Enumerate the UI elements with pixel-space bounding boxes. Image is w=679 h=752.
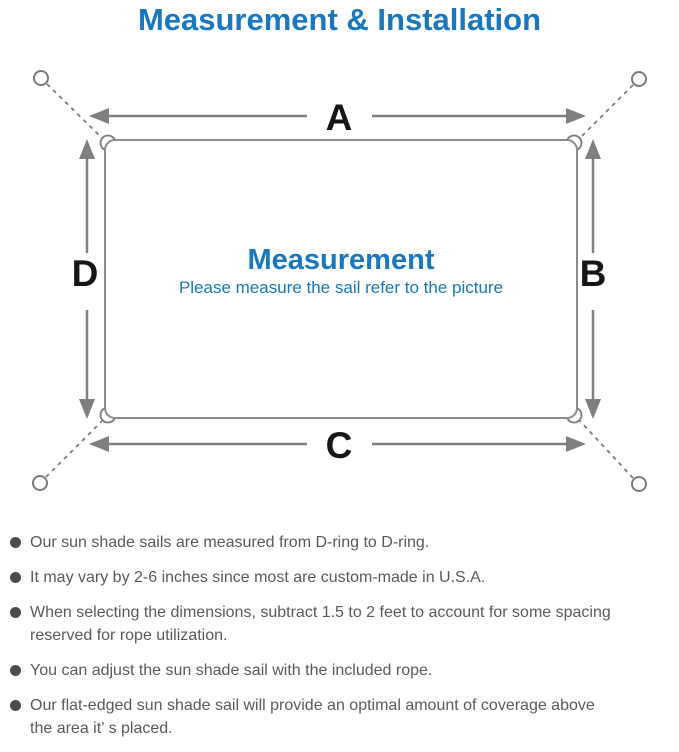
dashed-connector-top-right	[579, 84, 634, 139]
anchor-circle-top-left	[33, 70, 49, 86]
dashed-connector-top-left	[46, 83, 103, 139]
anchor-circle-bottom-right	[631, 476, 647, 492]
list-item: It may vary by 2-6 inches since most are…	[10, 566, 672, 589]
bullet-dot-icon	[10, 607, 21, 618]
dimension-label-a: A	[326, 97, 353, 138]
anchor-circle-bottom-left	[32, 475, 48, 491]
diagram-center-heading: Measurement	[248, 244, 435, 276]
note-text: When selecting the dimensions, subtract …	[30, 604, 611, 644]
bullet-dot-icon	[10, 572, 21, 583]
dimension-label-c: C	[326, 425, 353, 466]
list-item: Our flat-edged sun shade sail will provi…	[10, 694, 672, 740]
bullet-dot-icon	[10, 537, 21, 548]
note-text: You can adjust the sun shade sail with t…	[30, 662, 433, 679]
page-title: Measurement & Installation	[137, 2, 542, 37]
dashed-connector-bottom-left	[45, 420, 103, 478]
diagram-center-caption: Please measure the sail refer to the pic…	[179, 278, 503, 297]
measurement-diagram: A B C D Measurement Please measure the s…	[32, 70, 647, 492]
dimension-label-b: B	[580, 253, 607, 294]
list-item: You can adjust the sun shade sail with t…	[10, 659, 672, 682]
note-text: It may vary by 2-6 inches since most are…	[30, 569, 486, 586]
sail-rectangle	[104, 139, 578, 419]
note-text: Our flat-edged sun shade sail will provi…	[30, 697, 595, 737]
notes-list: Our sun shade sails are measured from D-…	[10, 531, 672, 752]
list-item: Our sun shade sails are measured from D-…	[10, 531, 672, 554]
dashed-connector-bottom-right	[579, 420, 634, 479]
list-item: When selecting the dimensions, subtract …	[10, 601, 672, 647]
anchor-circle-top-right	[631, 71, 647, 87]
bullet-dot-icon	[10, 665, 21, 676]
dimension-label-d: D	[72, 253, 99, 294]
bullet-dot-icon	[10, 700, 21, 711]
note-text: Our sun shade sails are measured from D-…	[30, 534, 430, 551]
